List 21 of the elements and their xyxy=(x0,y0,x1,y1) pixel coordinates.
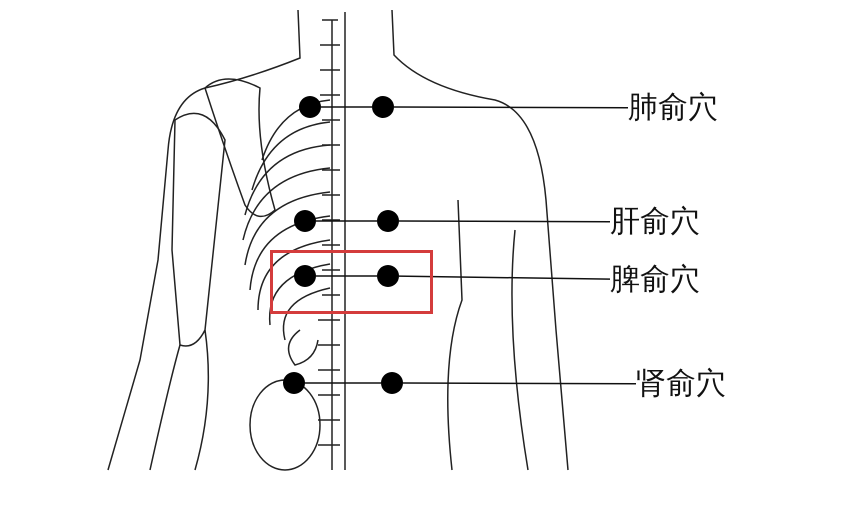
leader-line xyxy=(398,275,610,280)
acupoint-label: 脾俞穴 xyxy=(610,260,735,300)
leader-line xyxy=(399,220,610,223)
acupoint-label: 肾俞穴 xyxy=(636,364,761,404)
acupoint-dot xyxy=(377,210,399,232)
leader-line xyxy=(394,106,628,109)
leader-line xyxy=(321,106,372,108)
leader-line xyxy=(316,220,377,222)
leader-line xyxy=(403,382,636,385)
acupoint-dot xyxy=(299,96,321,118)
acupoint-dot xyxy=(377,265,399,287)
acupoint-dot xyxy=(381,372,403,394)
acupoint-dot xyxy=(372,96,394,118)
acupoint-label: 肺俞穴 xyxy=(628,88,753,128)
highlight-frame xyxy=(270,250,433,314)
leader-line xyxy=(316,275,377,277)
acupoint-label: 肝俞穴 xyxy=(610,202,735,242)
acupoint-dot xyxy=(294,210,316,232)
acupoint-dot xyxy=(283,372,305,394)
acupoint-dot xyxy=(294,265,316,287)
leader-line xyxy=(305,382,381,384)
